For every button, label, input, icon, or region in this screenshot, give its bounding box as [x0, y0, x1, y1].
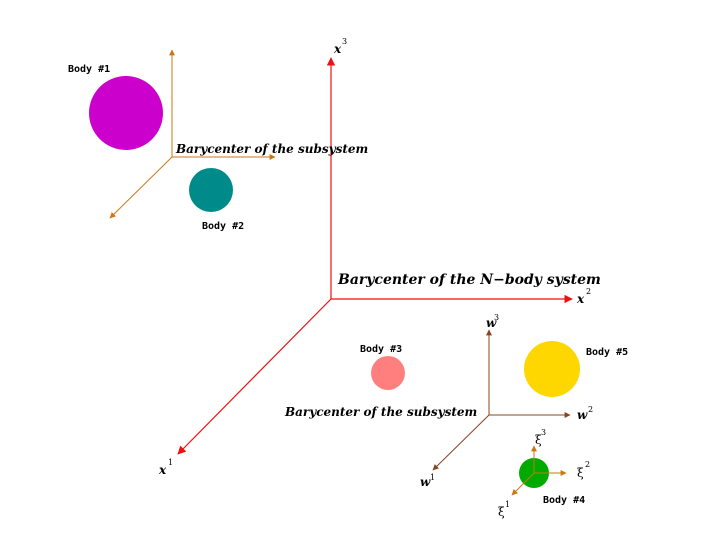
axis-x3-label: x: [333, 42, 342, 56]
axis-w2-label: w: [577, 408, 588, 422]
axis-xi1-label: ξ: [498, 505, 505, 519]
axis-w3-label: w: [486, 316, 497, 330]
axis-x2-sup: 2: [586, 287, 591, 296]
axis-xi3-label: ξ: [535, 433, 542, 447]
axis-x1: [177, 298, 332, 455]
axis-w1-label: w: [420, 475, 431, 489]
axis-x2-label: x: [576, 292, 585, 306]
body-1-disc: [89, 76, 163, 150]
axis-xi2-sup: 2: [585, 460, 590, 469]
axis-xi1: [511, 472, 535, 496]
sub-axis-diagonal: [109, 156, 173, 219]
body-3-disc: [371, 356, 405, 390]
body-4-label: Body #4: [543, 495, 585, 506]
w-axes: [432, 329, 571, 471]
barycenter-subsystem-top-label: Barycenter of the subsystem: [175, 142, 368, 156]
xi-axes: [511, 445, 567, 496]
body-5-disc: [524, 341, 580, 397]
axis-w1: [432, 414, 490, 471]
subsystem-axes-top: [109, 49, 276, 219]
axis-x1-label: x: [158, 463, 167, 477]
axis-xi1-sup: 1: [505, 500, 510, 509]
body-5-label: Body #5: [586, 347, 628, 358]
barycenter-subsystem-bottom-label: Barycenter of the subsystem: [284, 405, 477, 419]
body-3-label: Body #3: [360, 344, 402, 355]
axis-xi3-sup: 3: [541, 428, 546, 437]
axis-xi2-label: ξ: [577, 466, 584, 480]
axis-w3-sup: 3: [494, 313, 499, 322]
axis-x3-sup: 3: [342, 37, 347, 46]
body-2-disc: [189, 168, 233, 212]
main-axes: [177, 57, 573, 455]
axis-w2-sup: 2: [588, 405, 593, 414]
body-2-label: Body #2: [202, 221, 244, 232]
axis-x1-sup: 1: [168, 458, 173, 467]
barycenter-nbody-label: Barycenter of the N−body system: [337, 272, 601, 288]
axis-w1-sup: 1: [430, 473, 435, 482]
body-1-label: Body #1: [68, 64, 110, 75]
